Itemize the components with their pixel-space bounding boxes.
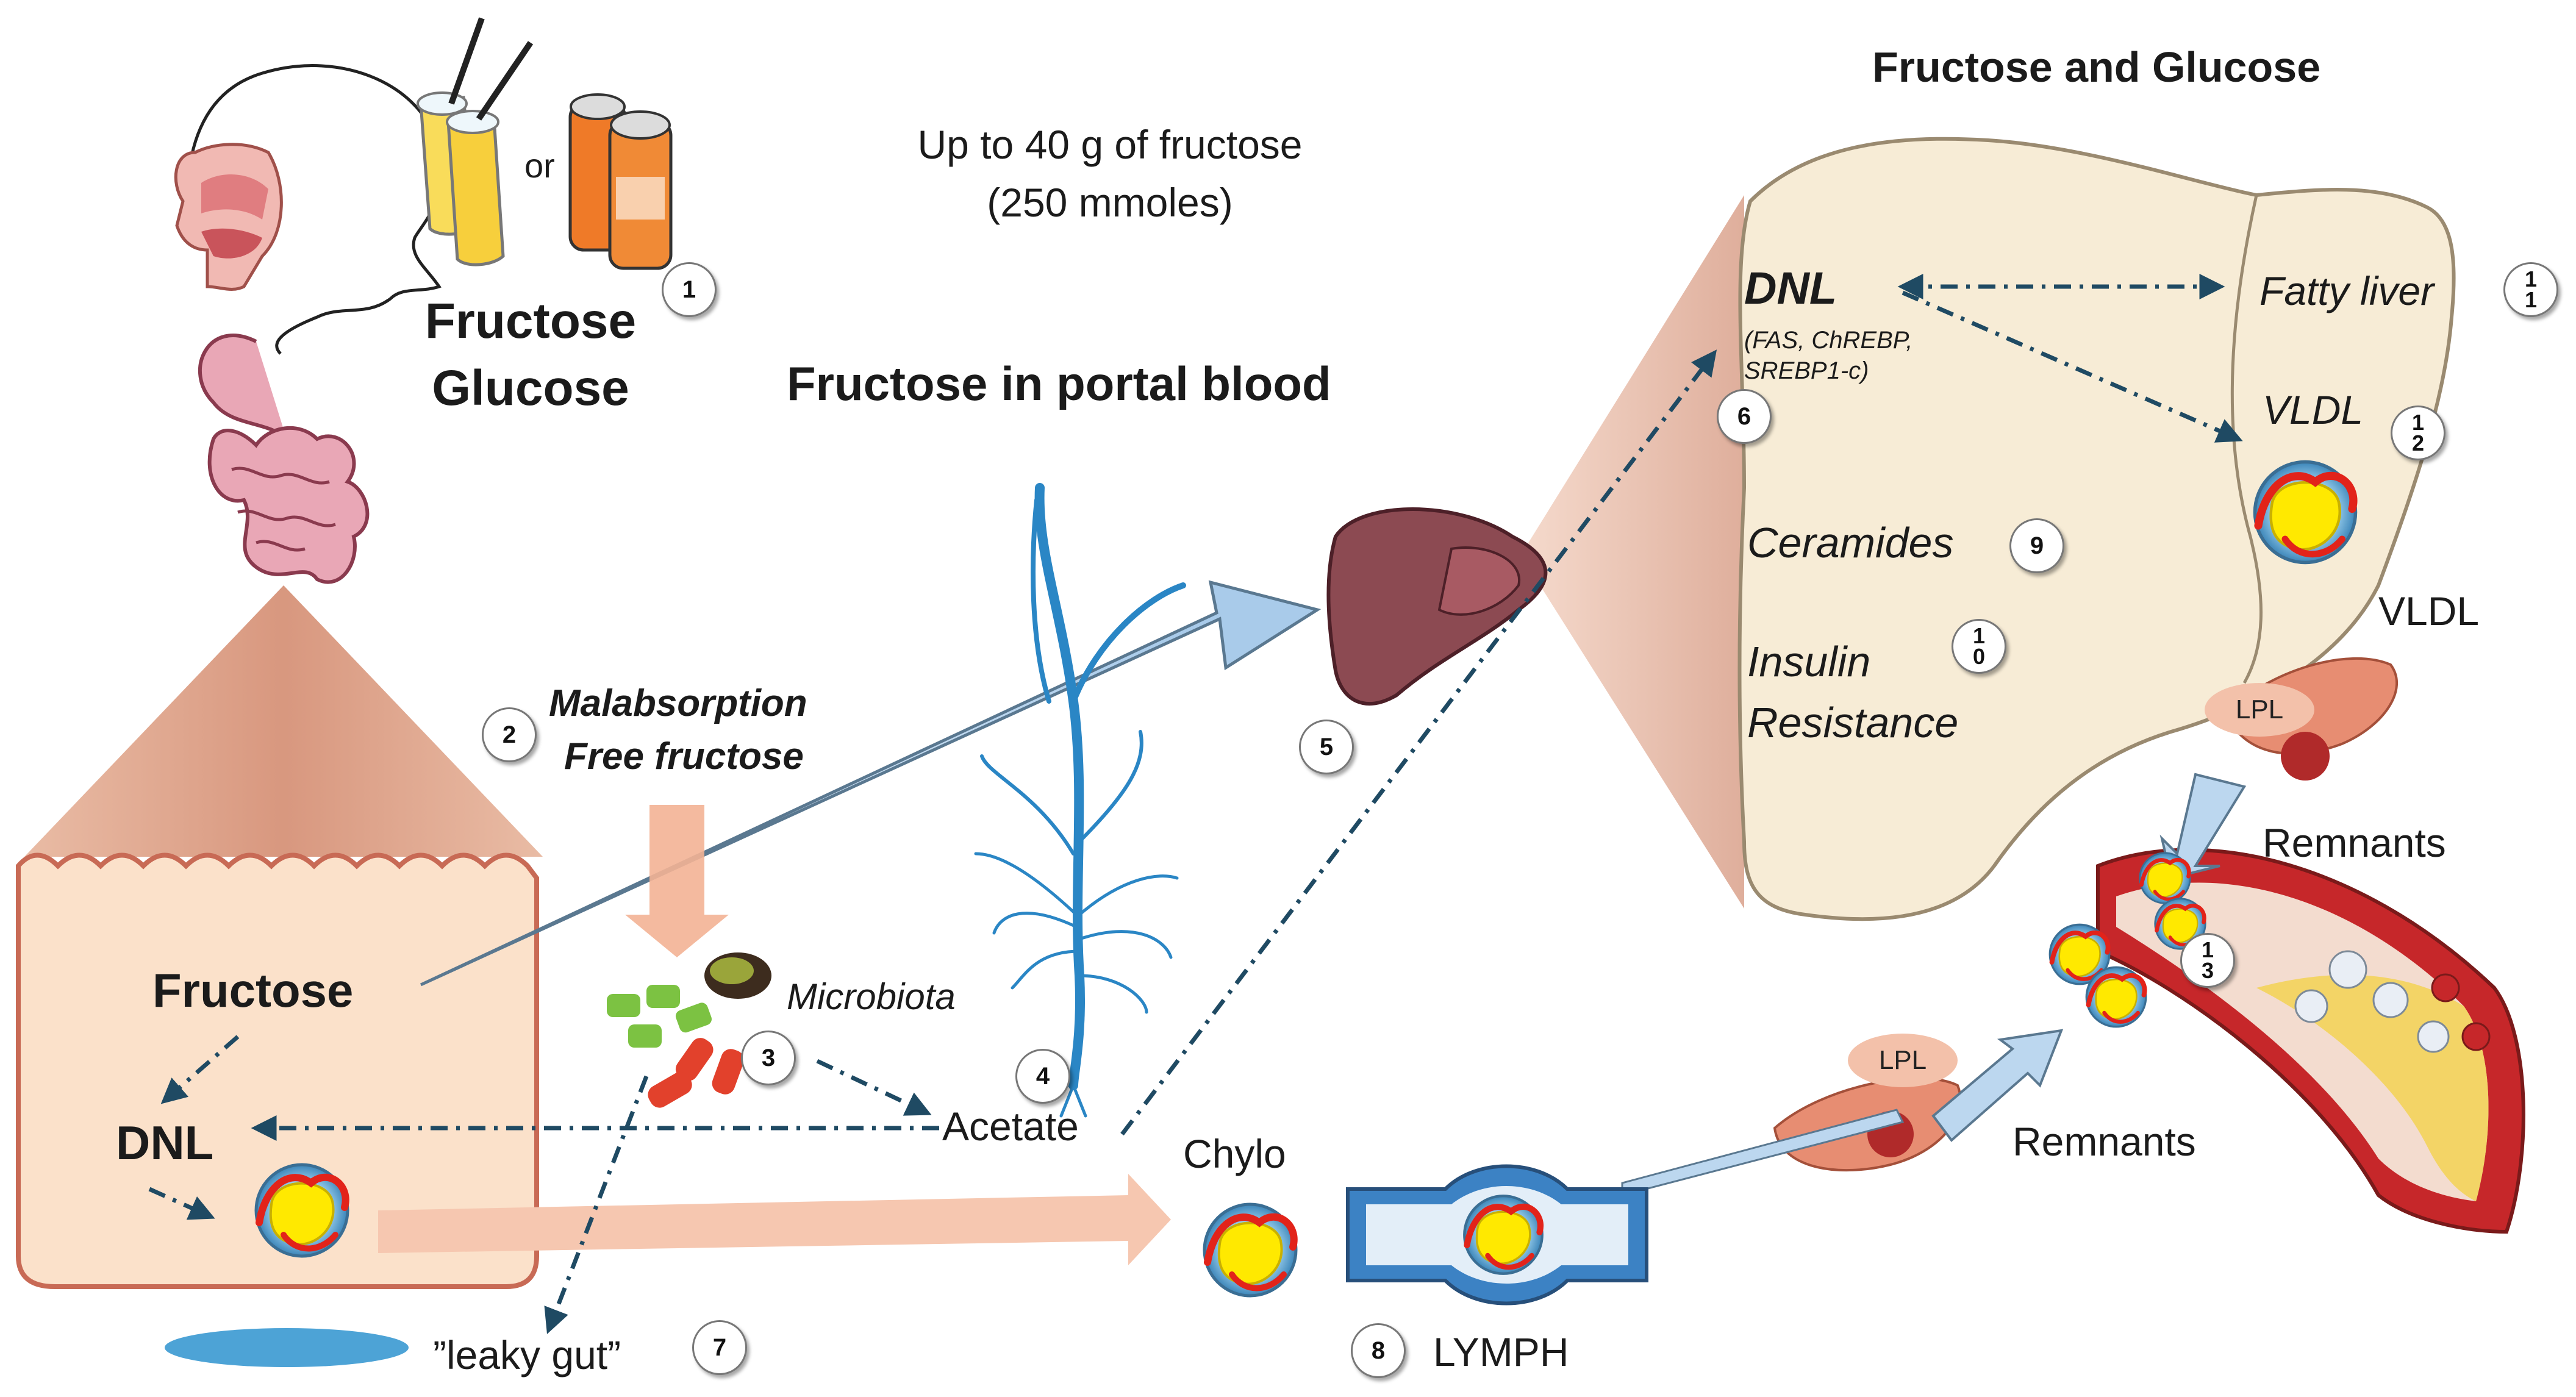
amount-line1: Up to 40 g of fructose <box>917 122 1303 167</box>
or-label: or <box>524 146 555 185</box>
intestine-icon <box>198 334 370 584</box>
fatty-liver-label: Fatty liver <box>2259 268 2435 313</box>
bacteria-icon <box>607 952 771 1108</box>
step-8-badge: 8 <box>1351 1323 1406 1378</box>
magnification-cone <box>24 585 543 857</box>
malabsorption-line2: Free fructose <box>564 735 804 777</box>
enterocyte-icon <box>16 852 539 1289</box>
liver-title: Fructose and Glucose <box>1872 43 2321 91</box>
lpl-bottom-badge: LPL <box>1848 1034 1958 1087</box>
pathway-arrows <box>148 274 2243 1334</box>
ceramides-label: Ceramides <box>1747 519 1954 566</box>
portal-vein-icon <box>974 483 1186 1118</box>
step-2-badge: 2 <box>482 707 537 762</box>
leaky-gut-label: ”leaky gut” <box>433 1332 621 1377</box>
step-1-badge: 1 <box>662 262 717 317</box>
intake-fructose-label: Fructose <box>424 293 637 349</box>
insulin-line2: Resistance <box>1747 699 1959 746</box>
liver-dnl-sub2: SREBP1-c) <box>1744 357 1869 384</box>
juice-glasses-icon <box>417 17 534 266</box>
chylo-label: Chylo <box>1183 1131 1286 1176</box>
enterocyte-dnl-label: DNL <box>116 1116 214 1170</box>
portal-arrow <box>420 580 1322 987</box>
remnant-particle-icon <box>2086 967 2146 1027</box>
head-icon <box>174 64 443 355</box>
step-5-badge: 5 <box>1299 720 1354 774</box>
chylo-arrow <box>378 1174 1171 1265</box>
lpl-top-badge: LPL <box>2205 683 2314 737</box>
liver-cone <box>1525 195 1744 909</box>
intake-glucose-label: Glucose <box>432 360 629 416</box>
remnant-particle-icon <box>2140 853 2191 904</box>
portal-title: Fructose in portal blood <box>787 357 1331 410</box>
chylomicron-icon <box>256 1165 348 1256</box>
lymph-to-lpl-arrow <box>1621 1109 1905 1196</box>
remnants-bottom-label: Remnants <box>2012 1119 2196 1164</box>
insulin-line1: Insulin <box>1747 638 1871 685</box>
liver-dnl-label: DNL <box>1744 263 1837 313</box>
amount-line2: (250 mmoles) <box>987 180 1233 225</box>
soda-cans-icon <box>568 93 673 270</box>
vldl-particle-icon <box>2255 462 2356 563</box>
chylomicron-icon <box>1204 1204 1296 1296</box>
liver-dnl-sub1: (FAS, ChREBP, <box>1744 327 1913 354</box>
step-4-badge: 4 <box>1015 1049 1070 1104</box>
remnants-arrow-bottom <box>1931 1029 2064 1142</box>
liver-vldl-label: VLDL <box>2263 387 2364 432</box>
microbiota-label: Microbiota <box>787 976 956 1017</box>
step-7-badge: 7 <box>692 1320 747 1375</box>
acetate-label: Acetate <box>942 1104 1079 1149</box>
malabsorption-arrow <box>625 805 729 957</box>
remnants-arrow-top <box>2159 773 2247 880</box>
enterocyte-fructose-label: Fructose <box>152 963 354 1017</box>
step-9-badge: 9 <box>2009 518 2064 573</box>
step-6-badge: 6 <box>1717 389 1772 444</box>
vessel-vldl-label: VLDL <box>2378 588 2480 634</box>
remnants-top-label: Remnants <box>2263 820 2446 865</box>
step-3-badge: 3 <box>741 1031 796 1085</box>
leaky-gut-icon <box>165 1328 409 1367</box>
lymph-label: LYMPH <box>1433 1329 1569 1374</box>
malabsorption-line1: Malabsorption <box>549 682 807 724</box>
small-liver-icon <box>1326 507 1548 706</box>
chylomicron-icon <box>1464 1196 1542 1274</box>
